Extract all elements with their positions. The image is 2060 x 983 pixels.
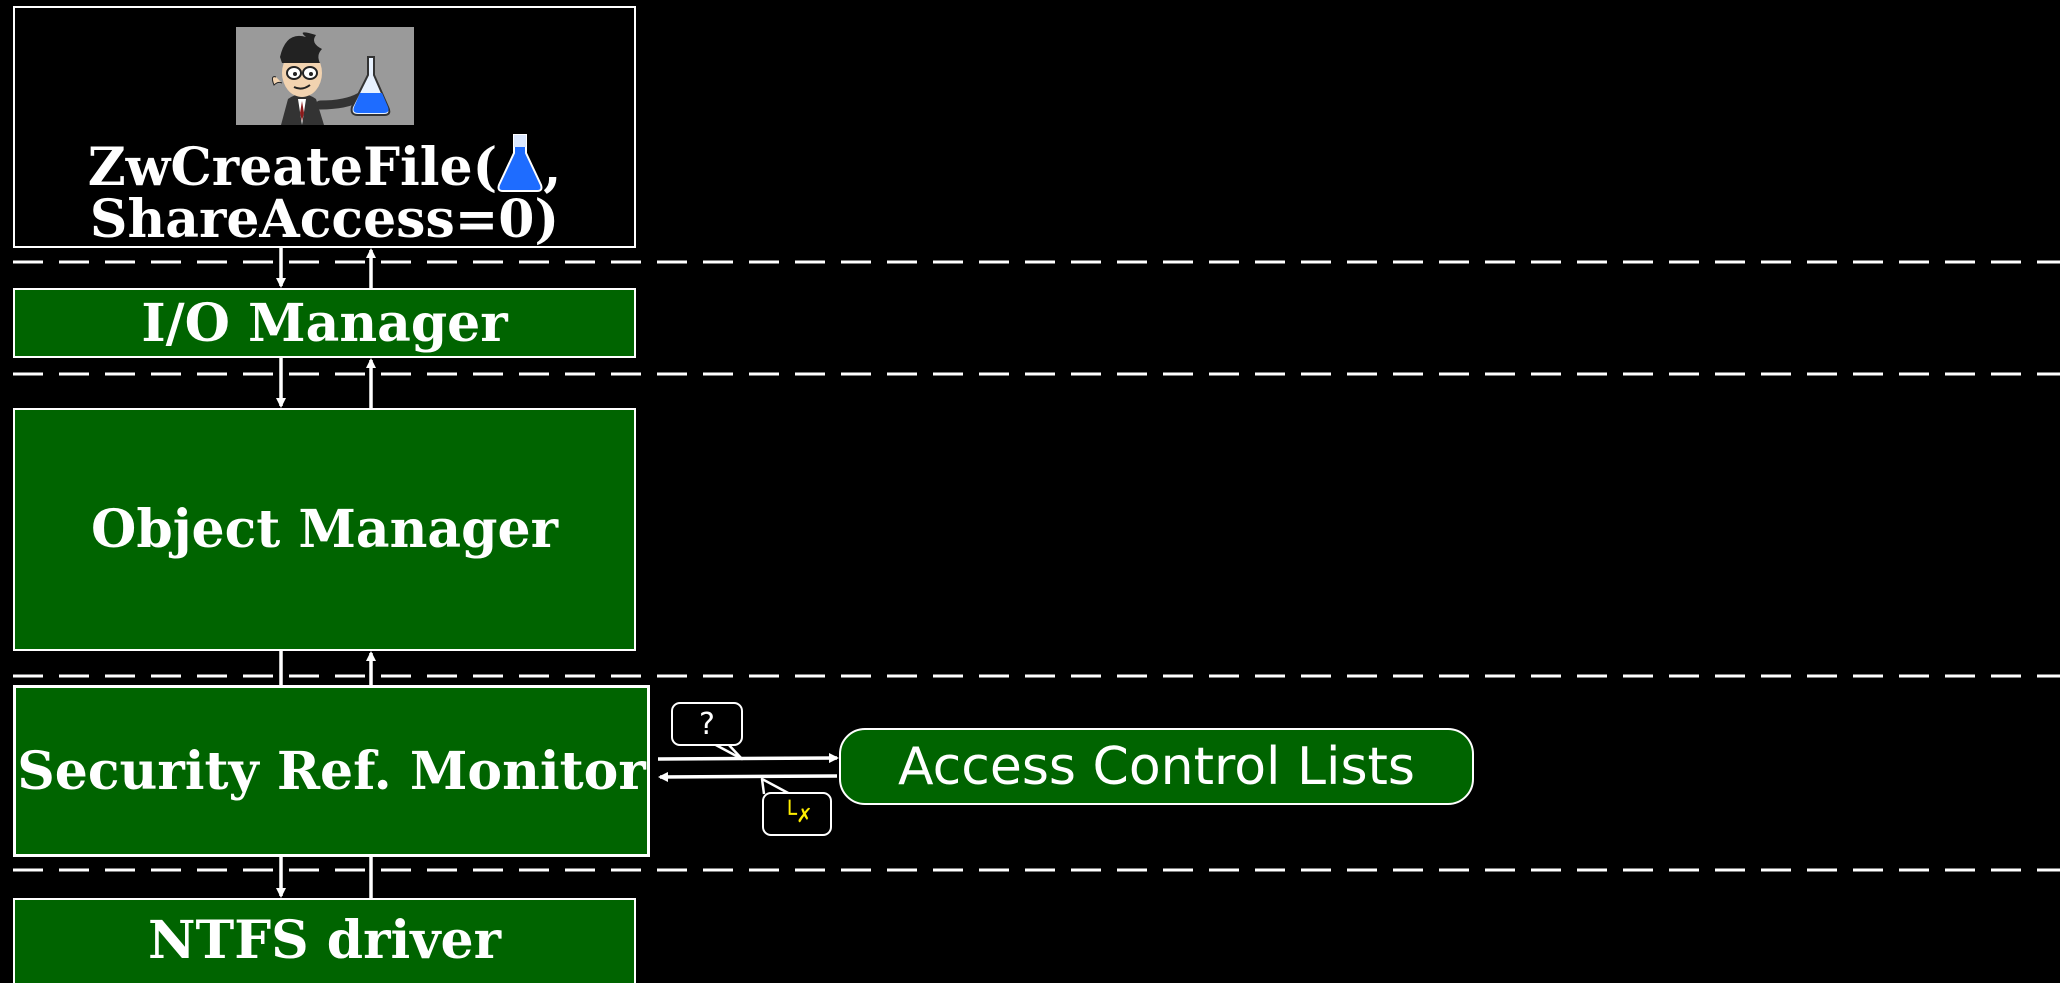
denied-bubble-tail — [760, 777, 791, 796]
question-bubble: ? — [671, 702, 743, 746]
api-call-function: ZwCreateFile( — [87, 137, 498, 198]
security-ref-monitor-box: Security Ref. Monitor — [13, 685, 650, 857]
arrow-to-acl — [657, 753, 839, 764]
api-call-line-2: ShareAccess=0) — [89, 189, 560, 250]
scientist-cartoon-icon — [235, 27, 414, 125]
object-manager-box: Object Manager — [13, 408, 636, 651]
question-bubble-tail — [713, 742, 744, 761]
access-control-lists-box: Access Control Lists — [839, 728, 1474, 805]
api-call-box: ZwCreateFile(, ShareAccess=0) — [13, 6, 636, 248]
api-call-comma: , — [543, 137, 562, 198]
api-call-line-1: ZwCreateFile(, — [88, 133, 561, 194]
arrow-from-acl — [658, 771, 838, 782]
blue-flask-icon — [497, 133, 543, 193]
io-manager-box: I/O Manager — [13, 288, 636, 358]
ntfs-driver-box: NTFS driver — [13, 898, 636, 983]
denied-bubble: └✗ — [762, 792, 832, 836]
